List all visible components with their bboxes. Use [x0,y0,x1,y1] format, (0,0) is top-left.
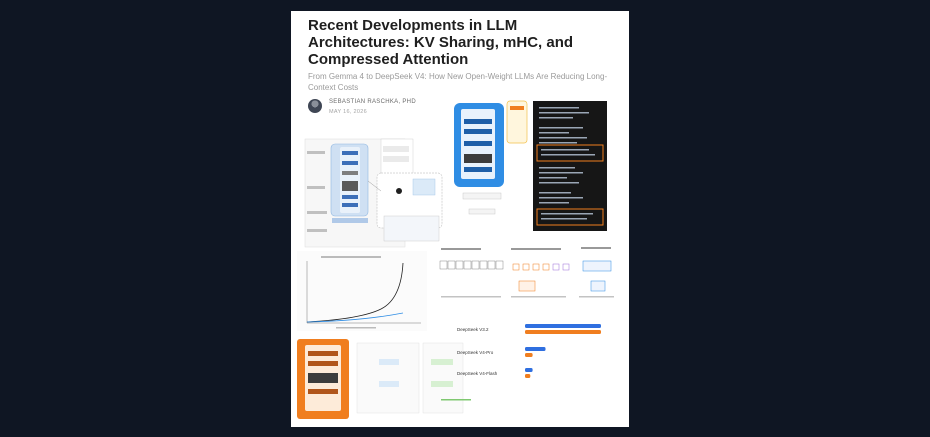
kv-cache-bar [525,353,533,357]
figure-speed-bars: DeepSeek V3.2 DeepSeek V4-Pro DeepSeek V… [457,324,601,378]
figure-transformer-diagram [304,138,443,248]
bar-label-v32: DeepSeek V3.2 [457,327,489,332]
article-subtitle: From Gemma 4 to DeepSeek V4: How New Ope… [308,72,608,92]
figure-attention-comparison [439,247,614,298]
flops-bar [525,347,546,351]
figure-growth-chart [297,251,427,331]
figure-blue-block-code [454,100,607,231]
figure-collage [297,100,614,419]
bar-label-v4flash: DeepSeek V4-Flash [457,371,498,376]
article-card: Recent Developments in LLM Architectures… [291,11,629,427]
article-title: Recent Developments in LLM Architectures… [308,17,574,68]
figure-orange-block-diagram [297,339,471,419]
author-avatar[interactable] [308,99,322,113]
bar-label-v4pro: DeepSeek V4-Pro [457,350,494,355]
kv-cache-bar [525,330,601,334]
flops-bar [525,368,533,372]
flops-bar [525,324,601,328]
publish-date: MAY 16, 2026 [329,109,367,115]
author-name[interactable]: SEBASTIAN RASCHKA, PHD [329,99,416,105]
kv-cache-bar [525,374,531,378]
